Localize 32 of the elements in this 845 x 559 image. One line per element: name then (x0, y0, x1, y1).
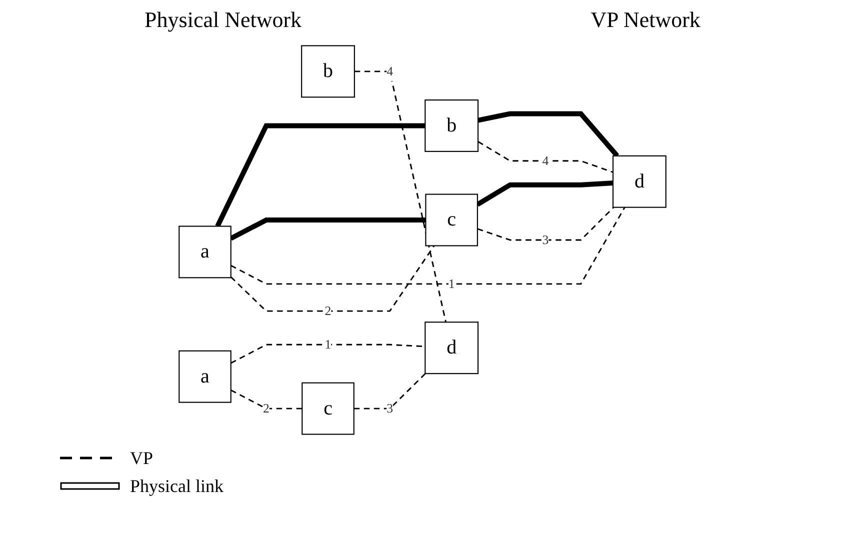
connector (354, 373, 426, 410)
edge-label: 3 (542, 232, 549, 247)
edge-label: 1 (448, 276, 455, 291)
connector (478, 140, 614, 173)
node-box (424, 322, 479, 374)
node-box (301, 45, 355, 98)
legend-text: Physical link (130, 476, 224, 496)
connector (477, 206, 614, 241)
connector (230, 245, 435, 312)
connector (478, 111, 620, 158)
node-box (425, 194, 478, 246)
panel-title: Physical Network (144, 7, 302, 33)
node-box (178, 350, 232, 403)
connector (230, 206, 626, 285)
node-box (424, 99, 479, 152)
edge-label: 2 (324, 304, 332, 318)
edge-label: 2 (263, 401, 270, 416)
node-box (612, 155, 666, 208)
connector (230, 389, 302, 410)
panel-title: VP Network (590, 7, 700, 33)
connector (230, 218, 426, 241)
edge-label: 4 (542, 153, 549, 168)
connector (215, 123, 426, 228)
connector (476, 180, 614, 207)
network-diagram: 1 2 3 4 1 2 3 4 a b c d a b c d (0, 40, 845, 440)
node-box (302, 382, 354, 435)
edge-label: 4 (386, 64, 394, 78)
edge-label: 1 (324, 337, 332, 352)
node-box (178, 226, 232, 278)
edge-label: 3 (386, 401, 394, 416)
legend-text: VP (130, 448, 154, 468)
connector (354, 70, 447, 322)
